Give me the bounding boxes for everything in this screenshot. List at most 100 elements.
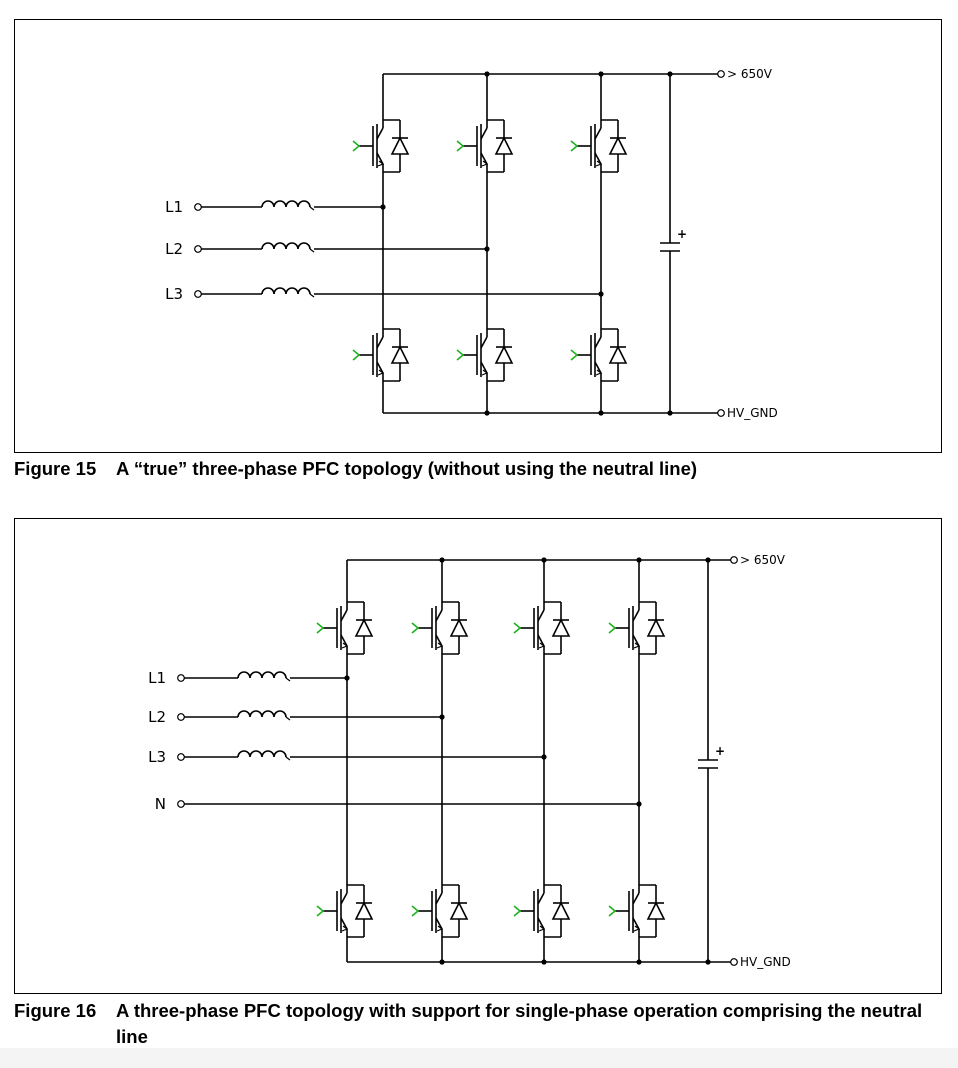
terminal [177,800,185,808]
diode-icon [390,136,410,155]
input-label-l2: L2 [148,708,166,726]
igbt-switch [411,601,469,655]
diode-icon [646,618,666,637]
inductor-icon [237,671,291,682]
junction-dot [598,291,604,297]
igbt-switch [411,884,469,938]
page-bottom-strip [0,1048,958,1068]
figure-15-diagram [14,19,942,453]
input-l3: L3 [148,748,547,766]
gate-drive-icon [513,622,522,634]
input-label-l2: L2 [165,240,183,258]
capacitor-polarity: + [715,744,725,758]
switch-leg [352,74,410,413]
inductor-icon [237,710,291,721]
gate-drive-icon [316,905,325,917]
junction-dot [380,204,386,210]
input-n: N [155,795,642,813]
terminal [194,290,202,298]
emitter-arrow [436,925,444,932]
gate-drive-icon [352,140,361,152]
igbt-switch [456,328,514,382]
terminal [730,556,738,564]
gate-drive-icon [513,905,522,917]
figure-16-number: Figure 16 [14,1000,97,1021]
diode-icon [646,901,666,920]
igbt-switch [570,328,628,382]
gate-drive-icon [352,349,361,361]
rail-low-label: HV_GND [727,406,778,420]
gate-drive-icon [411,622,420,634]
gate-drive-icon [456,349,465,361]
inductor-icon [261,200,315,211]
inductor-coil [261,287,311,295]
junction-dot [484,246,490,252]
igbt-switch [513,601,571,655]
inductor-tail [285,677,291,682]
igbt-switch [608,884,666,938]
gate-drive-icon [456,140,465,152]
inductor-coil [261,242,311,250]
switch-leg [316,560,374,962]
emitter-arrow [633,925,641,932]
emitter-arrow [481,160,489,167]
diode-icon [551,901,571,920]
igbt-switch [316,884,374,938]
diode-icon [449,901,469,920]
inductor-tail [309,248,315,253]
terminal [177,713,185,721]
igbt-switch [456,119,514,173]
junction-dot [439,714,445,720]
inductor-tail [309,206,315,211]
terminal [717,70,725,78]
diode-icon [551,618,571,637]
terminal [177,674,185,682]
inductor-icon [237,750,291,761]
inductor-tail [285,716,291,721]
switch-leg [570,74,628,413]
input-l3: L3 [165,285,604,303]
switch-leg [411,560,469,962]
gate-drive-icon [608,622,617,634]
figure-15-number: Figure 15 [14,458,97,479]
igbt-switch [570,119,628,173]
igbt-switch [352,119,410,173]
inductor-tail [285,756,291,761]
igbt-switch [513,884,571,938]
gate-drive-icon [608,905,617,917]
terminal [717,409,725,417]
diode-icon [608,136,628,155]
junction-dot [541,754,547,760]
input-label-l1: L1 [148,669,166,687]
emitter-arrow [436,642,444,649]
inductor-coil [237,750,287,758]
terminal [194,245,202,253]
terminal [194,203,202,211]
gate-drive-icon [570,349,579,361]
switch-leg [456,74,514,413]
emitter-arrow [341,925,349,932]
emitter-arrow [481,369,489,376]
inductor-icon [261,287,315,298]
terminal [177,753,185,761]
emitter-arrow [377,160,385,167]
emitter-arrow [633,642,641,649]
emitter-arrow [595,369,603,376]
figure-15-title: A “true” three-phase PFC topology (witho… [116,458,698,479]
igbt-switch [608,601,666,655]
inductor-coil [237,710,287,718]
junction-dot [344,675,350,681]
diode-icon [354,618,374,637]
gate-drive-icon [570,140,579,152]
diode-icon [354,901,374,920]
capacitor-icon: + [660,74,687,413]
gate-drive-icon [316,622,325,634]
diode-icon [494,136,514,155]
input-label-l3: L3 [148,748,166,766]
diode-icon [494,345,514,364]
input-l1: L1 [148,669,350,687]
emitter-arrow [595,160,603,167]
emitter-arrow [538,925,546,932]
